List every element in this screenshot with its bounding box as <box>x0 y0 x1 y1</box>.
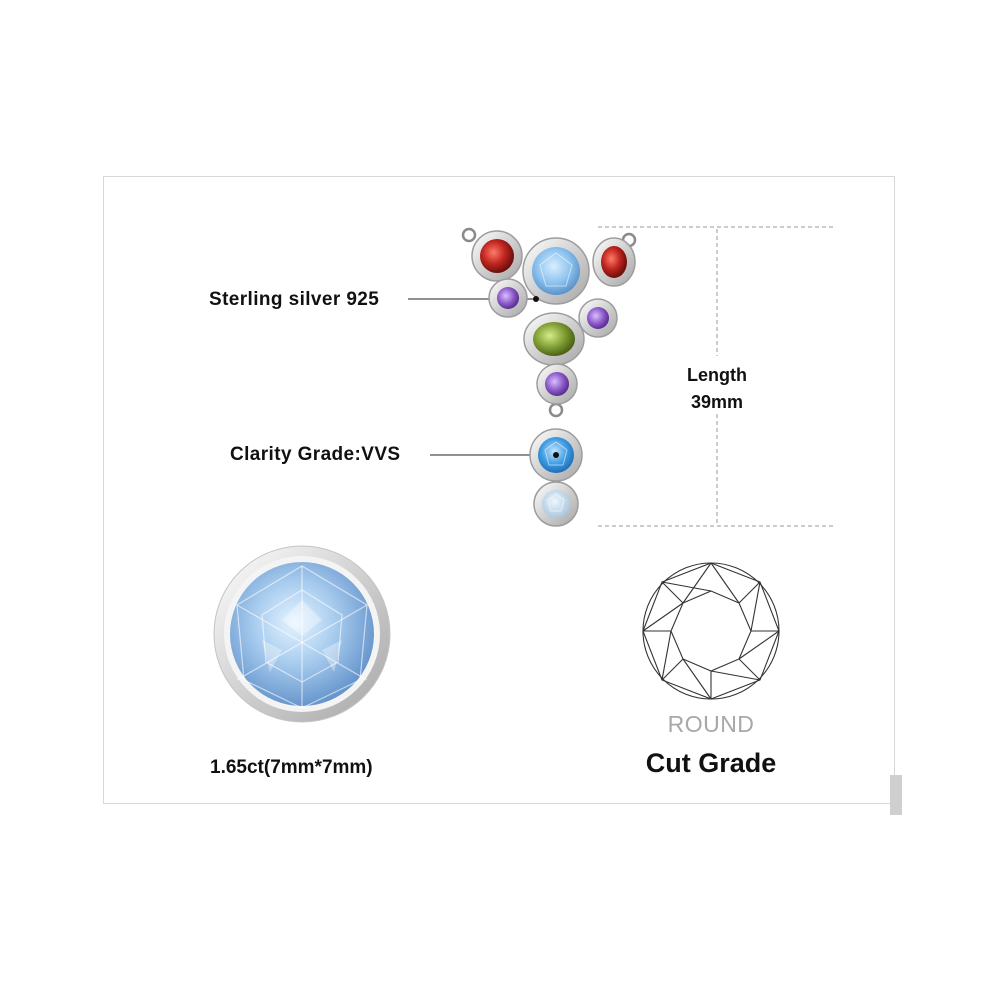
round-blue-topaz-icon <box>213 545 391 723</box>
clarity-label: Clarity Grade:VVS <box>230 444 401 465</box>
carat-label: 1.65ct(7mm*7mm) <box>210 757 373 778</box>
material-label: Sterling silver 925 <box>209 289 380 310</box>
length-value: 39mm <box>690 392 744 412</box>
shape-label: ROUND <box>667 711 755 737</box>
cut-grade-label: Cut Grade <box>645 748 777 778</box>
length-dimension-guides <box>598 226 836 527</box>
length-label: Length <box>687 365 747 385</box>
length-annotation: Length 39mm <box>684 362 750 416</box>
product-info-frame <box>103 176 895 804</box>
scrollbar-thumb[interactable] <box>890 775 902 815</box>
pendant-illustration <box>461 227 637 527</box>
round-cut-diagram-icon <box>642 562 780 700</box>
